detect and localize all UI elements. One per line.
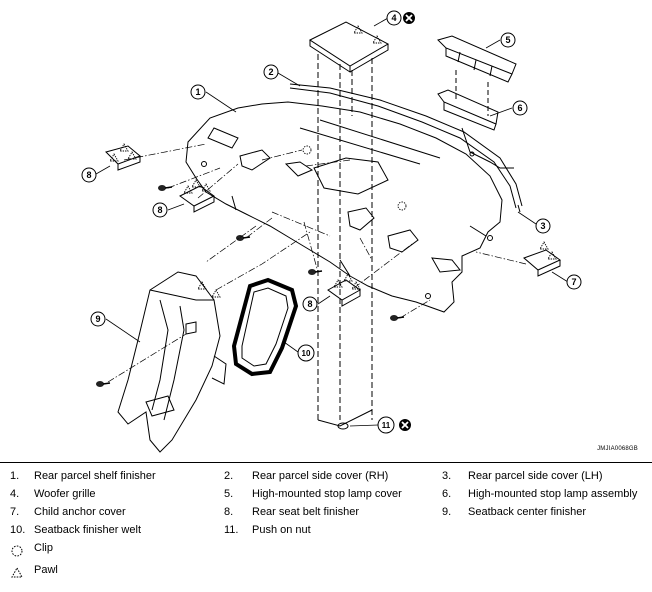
svg-text:3: 3 (540, 221, 545, 231)
callout-1: 1 (190, 84, 206, 100)
legend-row: 1. Rear parcel shelf finisher 2. Rear pa… (0, 470, 652, 486)
legend-label: Push on nut (252, 524, 311, 536)
svg-text:8: 8 (307, 299, 312, 309)
rear-seat-belt-finisher-center (179, 185, 215, 213)
legend-label: High-mounted stop lamp cover (252, 488, 402, 500)
svg-text:10: 10 (302, 349, 311, 358)
svg-text:7: 7 (571, 277, 576, 287)
svg-text:5: 5 (505, 35, 510, 45)
legend-row: 7. Child anchor cover 8. Rear seat belt … (0, 506, 652, 522)
callout-5: 5 (500, 32, 516, 48)
svg-text:8: 8 (157, 205, 162, 215)
exploded-parts-diagram: 1 2 3 4 5 6 7 8 8 8 9 10 11 (81, 10, 582, 453)
legend-number: 4. (10, 488, 20, 500)
legend-label: Rear parcel shelf finisher (34, 470, 156, 482)
callout-2: 2 (263, 64, 279, 80)
high-mounted-stop-lamp-cover (437, 35, 517, 83)
callout-8b: 8 (152, 202, 168, 218)
legend-number: 9. (442, 506, 452, 518)
legend-number: 6. (442, 488, 452, 500)
legend-symbol-label: Clip (34, 542, 53, 554)
legend-number: 7. (10, 506, 20, 518)
legend-number: 8. (224, 506, 234, 518)
clip-icon (11, 545, 23, 557)
callout-7: 7 (566, 274, 582, 290)
legend-row: 10. Seatback finisher welt 11. Push on n… (0, 524, 652, 540)
legend-label: High-mounted stop lamp assembly (468, 488, 638, 500)
seatback-finisher-welt (231, 277, 299, 377)
assembly-guide-lines (107, 143, 527, 383)
legend-number: 2. (224, 470, 234, 482)
legend-label: Seatback center finisher (468, 506, 587, 518)
callout-11: 11 (377, 416, 395, 434)
legend-number: 5. (224, 488, 234, 500)
rear-seat-belt-finisher-right (327, 279, 361, 307)
svg-text:9: 9 (95, 314, 100, 324)
child-anchor-cover (523, 249, 561, 277)
legend-number: 1. (10, 470, 20, 482)
rear-parcel-side-cover-rh (289, 83, 523, 213)
callout-leaders (95, 17, 569, 427)
pawl-icon (11, 566, 23, 578)
push-on-nut (337, 422, 349, 430)
callouts: 1 2 3 4 5 6 7 8 8 8 9 10 11 (81, 10, 582, 434)
svg-text:4: 4 (391, 13, 396, 23)
svg-text:2: 2 (268, 67, 273, 77)
callout-6: 6 (512, 100, 528, 116)
svg-text:1: 1 (195, 87, 200, 97)
legend-label: Seatback finisher welt (34, 524, 141, 536)
svg-text:11: 11 (382, 421, 391, 430)
callout-3: 3 (535, 218, 551, 234)
high-mounted-stop-lamp-assembly (437, 70, 514, 169)
callout-9: 9 (90, 311, 106, 327)
callout-8a: 8 (81, 167, 97, 183)
rear-seat-belt-finisher-left (105, 145, 141, 171)
legend-symbol-label: Pawl (34, 564, 58, 576)
legend-divider (0, 462, 652, 463)
woofer-grille (308, 21, 390, 427)
legend-number: 11. (224, 524, 239, 536)
seatback-center-finisher (117, 271, 227, 453)
legend-row: 4. Woofer grille 5. High-mounted stop la… (0, 488, 652, 504)
svg-text:8: 8 (86, 170, 91, 180)
legend-number: 3. (442, 470, 452, 482)
rear-parcel-shelf-finisher (185, 101, 503, 313)
callout-4: 4 (386, 10, 402, 26)
svg-text:6: 6 (517, 103, 522, 113)
legend-label: Woofer grille (34, 488, 96, 500)
do-not-reuse-markers (398, 11, 416, 432)
legend-label: Rear parcel side cover (RH) (252, 470, 389, 482)
legend-label: Child anchor cover (34, 506, 126, 518)
legend-number: 10. (10, 524, 26, 536)
callout-10: 10 (297, 344, 315, 362)
figure-reference-code: JMJIA0068GB (597, 446, 638, 452)
callout-8c: 8 (302, 296, 318, 312)
legend-label: Rear parcel side cover (LH) (468, 470, 603, 482)
legend-label: Rear seat belt finisher (252, 506, 359, 518)
